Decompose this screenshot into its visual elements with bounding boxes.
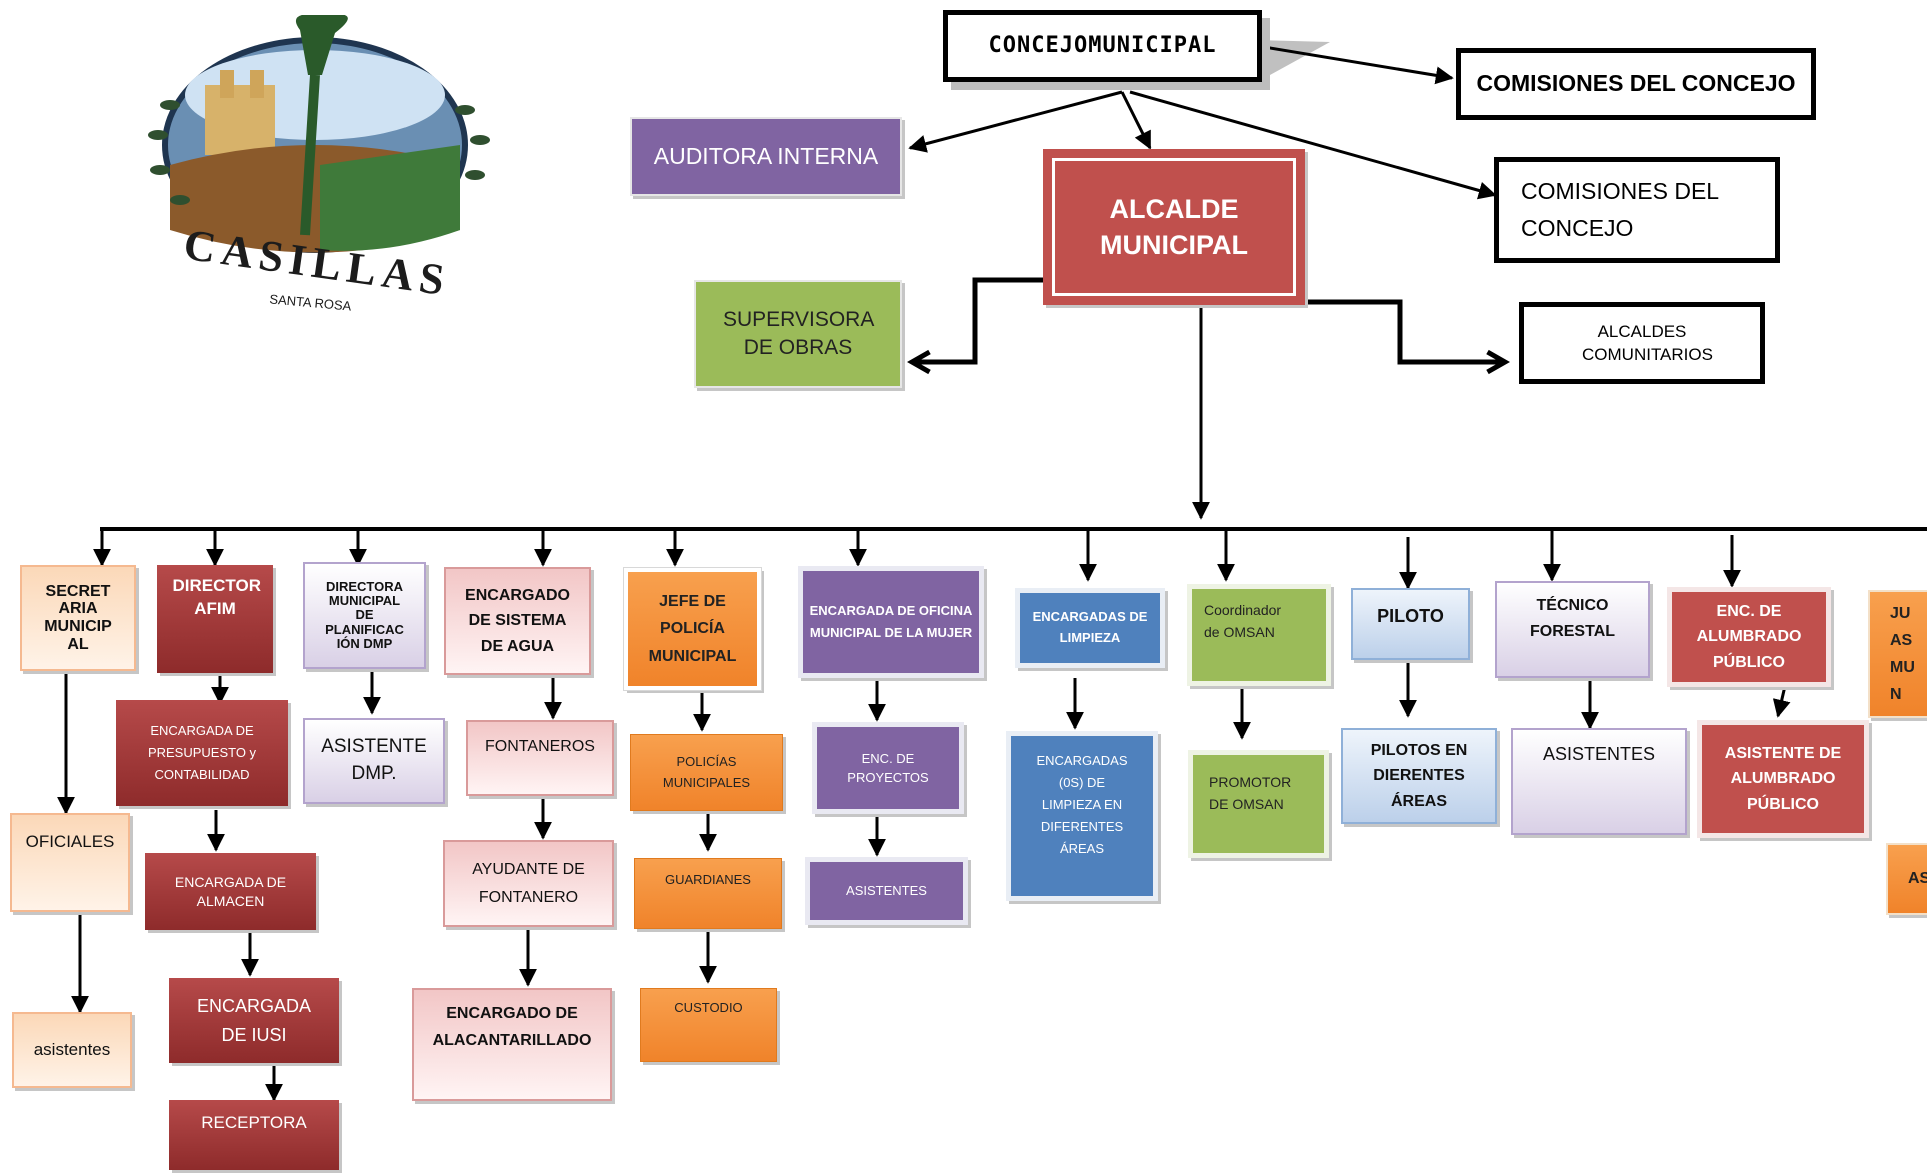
asistentes-mujer-box: ASISTENTES bbox=[805, 857, 968, 925]
pilotos-areas-box: PILOTOS EN DIERENTES ÁREAS bbox=[1341, 728, 1497, 824]
enc-alumbrado-label: ENC. DE ALUMBRADO PÚBLICO bbox=[1696, 602, 1802, 671]
encargado-alcantarillado-label: ENCARGADO DE ALACANTARILLADO bbox=[432, 1005, 592, 1050]
ayudante-fontanero-label: AYUDANTE DE FONTANERO bbox=[472, 861, 585, 906]
encargada-iusi-box: ENCARGADA DE IUSI bbox=[169, 978, 339, 1063]
encargado-agua-label: ENCARGADO DE SISTEMA DE AGUA bbox=[465, 586, 570, 655]
encargadas-limpieza-label: ENCARGADAS DE LIMPIEZA bbox=[1032, 609, 1148, 645]
encargada-almacen-box: ENCARGADA DE ALMACEN bbox=[145, 853, 316, 930]
asistentes-mujer-label: ASISTENTES bbox=[846, 883, 927, 899]
policias-municipales-label: POLICÍAS MUNICIPALES bbox=[662, 753, 751, 790]
asistentes-secretaria-box: asistentes bbox=[12, 1012, 132, 1088]
asistente-dmp-box: ASISTENTE DMP. bbox=[303, 718, 445, 804]
limpieza-areas-label: ENCARGADAS (0S) DE LIMPIEZA EN DIFERENTE… bbox=[1036, 753, 1128, 857]
supervisora-obras-label: SUPERVISORA DE OBRAS bbox=[723, 307, 875, 359]
municipal-logo: CASILLAS SANTA ROSA bbox=[148, 15, 490, 314]
guardianes-label: GUARDIANES bbox=[665, 872, 751, 887]
concejo-municipal-label: CONCEJOMUNICIPAL bbox=[988, 33, 1217, 59]
jefe-policia-label: JEFE DE POLICÍA MUNICIPAL bbox=[648, 593, 737, 665]
asistente-alumbrado-label: ASISTENTE DE ALUMBRADO PÚBLICO bbox=[1724, 744, 1842, 813]
tecnico-forestal-box: TÉCNICO FORESTAL bbox=[1495, 581, 1650, 678]
asis-partial-label: AS bbox=[1908, 870, 1927, 888]
piloto-box: PILOTO bbox=[1351, 588, 1470, 660]
guardianes-box: GUARDIANES bbox=[634, 858, 782, 929]
oficiales-label: OFICIALES bbox=[25, 832, 115, 851]
asistentes-secretaria-label: asistentes bbox=[33, 1039, 111, 1059]
jefe-policia-box: JEFE DE POLICÍA MUNICIPAL bbox=[623, 567, 762, 691]
promotor-omsan-box: PROMOTOR DE OMSAN bbox=[1188, 750, 1329, 858]
comisiones-concejo-label-2: COMISIONES DEL CONCEJO bbox=[1521, 178, 1719, 241]
fontaneros-box: FONTANEROS bbox=[466, 720, 614, 796]
encargada-iusi-label: ENCARGADA DE IUSI bbox=[196, 995, 312, 1045]
promotor-omsan-label: PROMOTOR DE OMSAN bbox=[1209, 774, 1292, 813]
custodio-box: CUSTODIO bbox=[640, 988, 777, 1062]
alcaldes-comunitarios-box: ALCALDES COMUNITARIOS bbox=[1519, 302, 1765, 384]
asistentes-forestal-label: ASISTENTES bbox=[1542, 744, 1656, 764]
director-afim-label: DIRECTOR AFIM bbox=[172, 576, 261, 618]
custodio-label: CUSTODIO bbox=[674, 1000, 743, 1015]
logo-subtext: SANTA ROSA bbox=[269, 291, 352, 313]
concejo-municipal-box: CONCEJOMUNICIPAL bbox=[943, 10, 1262, 82]
encargadas-limpieza-box: ENCARGADAS DE LIMPIEZA bbox=[1015, 588, 1165, 668]
coordinador-omsan-label: Coordinador de OMSAN bbox=[1204, 602, 1282, 641]
asis-partial-box: AS bbox=[1886, 843, 1927, 915]
enc-alumbrado-box: ENC. DE ALUMBRADO PÚBLICO bbox=[1667, 587, 1831, 687]
alcaldes-comunitarios-label: ALCALDES COMUNITARIOS bbox=[1582, 322, 1713, 364]
auditora-interna-box: AUDITORA INTERNA bbox=[630, 117, 902, 196]
auditora-interna-label: AUDITORA INTERNA bbox=[653, 142, 879, 169]
ayudante-fontanero-box: AYUDANTE DE FONTANERO bbox=[443, 840, 614, 927]
juzgado-partial-box: JU AS MUN bbox=[1868, 590, 1927, 718]
encargado-alcantarillado-box: ENCARGADO DE ALACANTARILLADO bbox=[412, 988, 612, 1101]
juzgado-partial-label: JU AS MUN bbox=[1890, 604, 1915, 704]
asistente-dmp-label: ASISTENTE DMP. bbox=[321, 736, 427, 784]
fontaneros-label: FONTANEROS bbox=[485, 738, 595, 755]
secretaria-municipal-box: SECRET ARIA MUNICIP AL bbox=[20, 565, 136, 671]
asistentes-forestal-box: ASISTENTES bbox=[1511, 728, 1687, 835]
director-afim-box: DIRECTOR AFIM bbox=[157, 565, 273, 673]
policias-municipales-box: POLICÍAS MUNICIPALES bbox=[630, 734, 783, 811]
comisiones-concejo-label-1: COMISIONES DEL CONCEJO bbox=[1476, 70, 1796, 97]
asistente-alumbrado-box: ASISTENTE DE ALUMBRADO PÚBLICO bbox=[1697, 720, 1869, 838]
oficina-mujer-box: ENCARGADA DE OFICINA MUNICIPAL DE LA MUJ… bbox=[798, 566, 984, 678]
enc-proyectos-box: ENC. DE PROYECTOS bbox=[812, 722, 964, 814]
limpieza-areas-box: ENCARGADAS (0S) DE LIMPIEZA EN DIFERENTE… bbox=[1006, 731, 1158, 901]
oficina-mujer-label: ENCARGADA DE OFICINA MUNICIPAL DE LA MUJ… bbox=[809, 602, 973, 640]
enc-proyectos-label: ENC. DE PROYECTOS bbox=[847, 750, 929, 786]
receptora-box: RECEPTORA bbox=[169, 1100, 339, 1170]
oficiales-box: OFICIALES bbox=[10, 813, 130, 912]
encargado-agua-box: ENCARGADO DE SISTEMA DE AGUA bbox=[444, 567, 591, 675]
alcalde-municipal-label: ALCALDE MUNICIPAL bbox=[1100, 193, 1248, 260]
alcalde-municipal-box: ALCALDE MUNICIPAL bbox=[1043, 149, 1305, 305]
coordinador-omsan-box: Coordinador de OMSAN bbox=[1187, 584, 1331, 686]
encargada-presupuesto-box: ENCARGADA DE PRESUPUESTO y CONTABILIDAD bbox=[116, 700, 288, 806]
directora-dmp-label: DIRECTORA MUNICIPAL DE PLANIFICAC IÓN DM… bbox=[325, 578, 404, 651]
piloto-label: PILOTO bbox=[1377, 606, 1444, 626]
secretaria-municipal-label: SECRET ARIA MUNICIP AL bbox=[44, 582, 112, 653]
comisiones-concejo-box-2: COMISIONES DEL CONCEJO bbox=[1494, 157, 1780, 263]
tecnico-forestal-label: TÉCNICO FORESTAL bbox=[1529, 597, 1616, 640]
supervisora-obras-box: SUPERVISORA DE OBRAS bbox=[694, 280, 902, 388]
encargada-almacen-label: ENCARGADA DE ALMACEN bbox=[174, 873, 287, 909]
directora-dmp-box: DIRECTORA MUNICIPAL DE PLANIFICAC IÓN DM… bbox=[303, 562, 426, 669]
comisiones-concejo-box-1: COMISIONES DEL CONCEJO bbox=[1456, 48, 1816, 120]
pilotos-areas-label: PILOTOS EN DIERENTES ÁREAS bbox=[1370, 741, 1468, 810]
encargada-presupuesto-label: ENCARGADA DE PRESUPUESTO y CONTABILIDAD bbox=[147, 722, 257, 783]
receptora-label: RECEPTORA bbox=[201, 1113, 307, 1132]
